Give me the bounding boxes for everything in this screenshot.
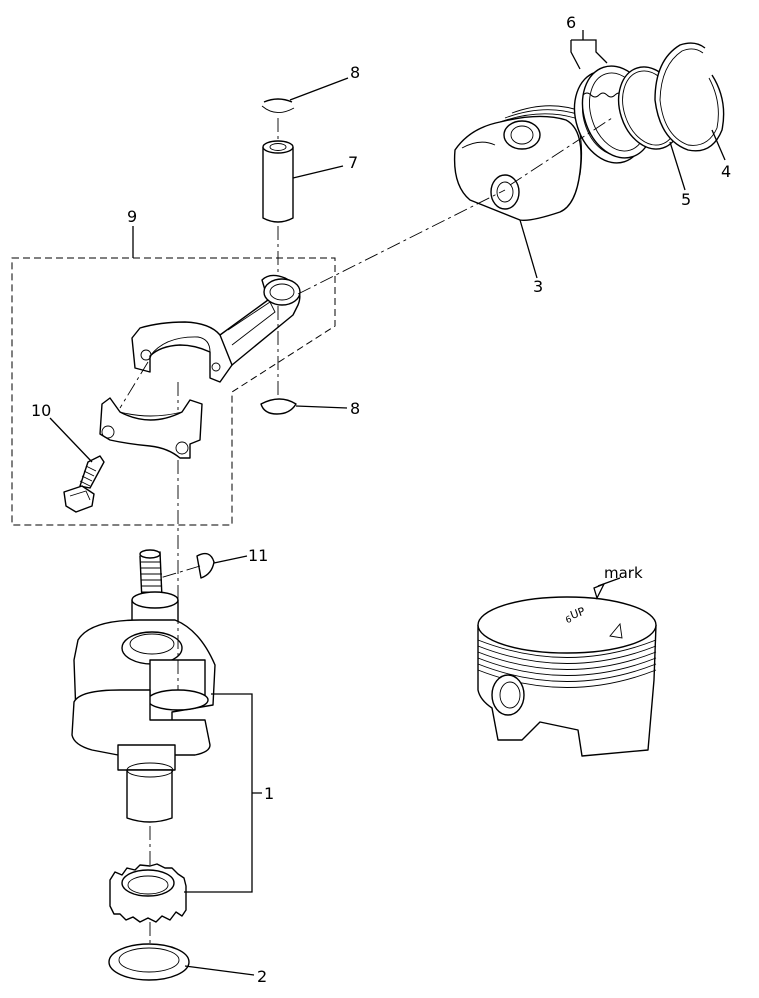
piston-up-marking: UP <box>569 605 588 622</box>
leader-4 <box>711 129 726 161</box>
woodruff-key-part <box>196 552 215 579</box>
callout-5: 5 <box>681 190 691 209</box>
crankshaft-part <box>71 549 216 823</box>
callout-1: 1 <box>264 784 274 803</box>
callout-4: 4 <box>721 162 731 181</box>
pin-clip-lower-part <box>260 398 297 415</box>
leader-10 <box>49 417 93 463</box>
piston-size-marking: 6 <box>565 615 574 626</box>
leader-5 <box>669 141 686 191</box>
piston-axis-line <box>297 189 506 295</box>
leader-3 <box>519 219 538 279</box>
rod-cap-part <box>99 397 203 459</box>
piston-detail-view <box>477 577 657 757</box>
leader-7 <box>292 165 344 179</box>
callout-8-lower: 8 <box>350 399 360 418</box>
connecting-rod-part <box>131 274 301 383</box>
callout-10: 10 <box>31 401 51 420</box>
callout-3: 3 <box>533 277 543 296</box>
mark-label: mark <box>604 564 643 582</box>
callout-2: 2 <box>257 967 267 986</box>
leader-2 <box>184 965 255 976</box>
thrust-washer-part <box>108 943 190 981</box>
rod-cap-axis-line <box>119 361 149 409</box>
callout-8-upper: 8 <box>350 63 360 82</box>
key-axis-line <box>159 565 201 579</box>
crankshaft-gear-part <box>109 863 187 923</box>
callout-11: 11 <box>248 546 268 565</box>
leader-1-bracket <box>184 693 262 893</box>
top-ring-part <box>654 42 725 152</box>
callout-6: 6 <box>566 13 576 32</box>
pin-clip-upper-part <box>261 98 295 113</box>
rod-bolt-part <box>63 455 105 513</box>
leader-6 <box>570 30 608 70</box>
leader-8-lower <box>295 405 348 409</box>
leader-8-upper <box>289 77 349 101</box>
assembly-9-dashed-box <box>11 257 336 526</box>
piston-pin-part <box>262 140 294 223</box>
piston-part <box>453 105 584 222</box>
callout-9: 9 <box>127 207 137 226</box>
leader-11 <box>213 555 248 564</box>
callout-7: 7 <box>348 153 358 172</box>
piston-ring-axis-line <box>509 117 613 186</box>
